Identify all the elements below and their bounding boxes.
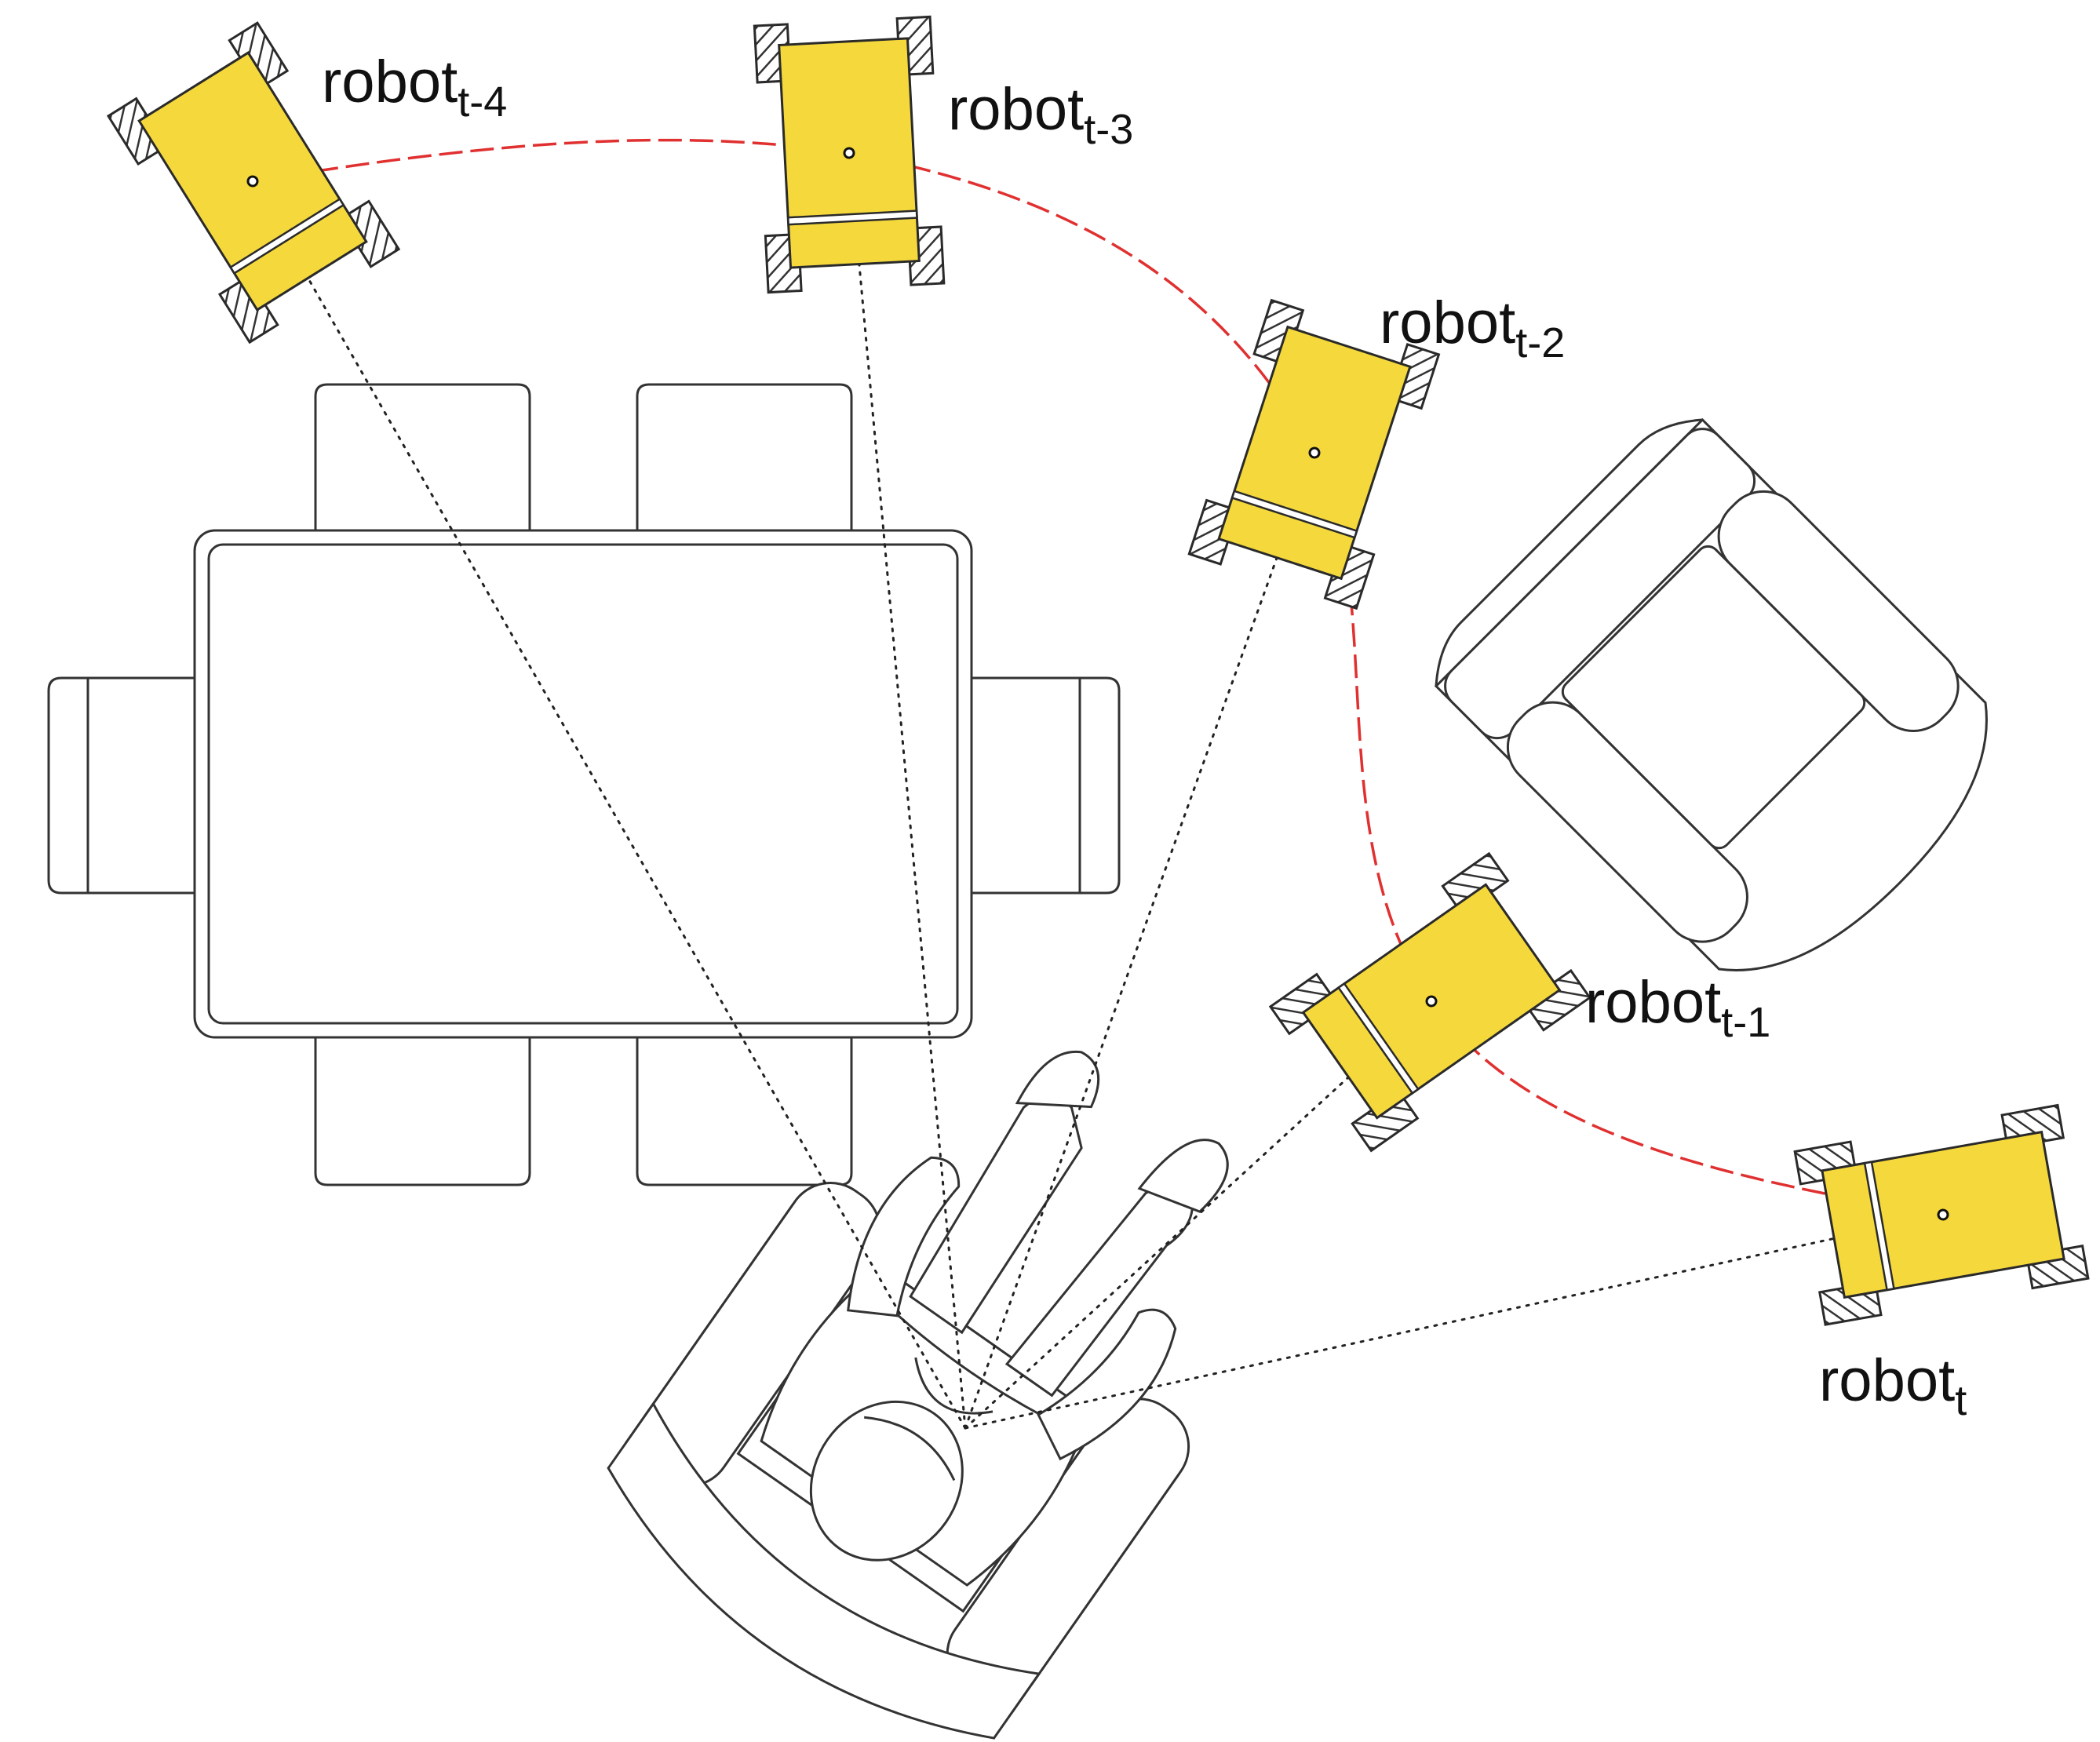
armchair-icon — [1434, 417, 1988, 971]
chair-top-right — [636, 383, 853, 532]
label-robot-t: robott — [1819, 1347, 1967, 1424]
chair-bottom-left — [314, 1036, 531, 1186]
label-robot-t-1: robott-1 — [1585, 969, 1770, 1046]
chair-right — [968, 676, 1121, 895]
robot-t — [1793, 1104, 2090, 1326]
label-robot-t-2: robott-2 — [1380, 290, 1565, 366]
chair-bottom-right — [636, 1036, 853, 1186]
dining-table-icon — [47, 383, 1121, 1186]
robot-t-1 — [1269, 852, 1591, 1152]
robot-t-3 — [753, 15, 946, 294]
chair-left — [47, 676, 198, 895]
label-robot-t-3: robott-3 — [948, 76, 1133, 153]
chair-top-left — [314, 383, 531, 532]
label-robot-t-4: robott-4 — [322, 49, 507, 126]
robot-t-4 — [107, 21, 400, 344]
robot-t-2 — [1187, 299, 1440, 610]
seated-person-icon — [607, 1050, 1229, 1740]
